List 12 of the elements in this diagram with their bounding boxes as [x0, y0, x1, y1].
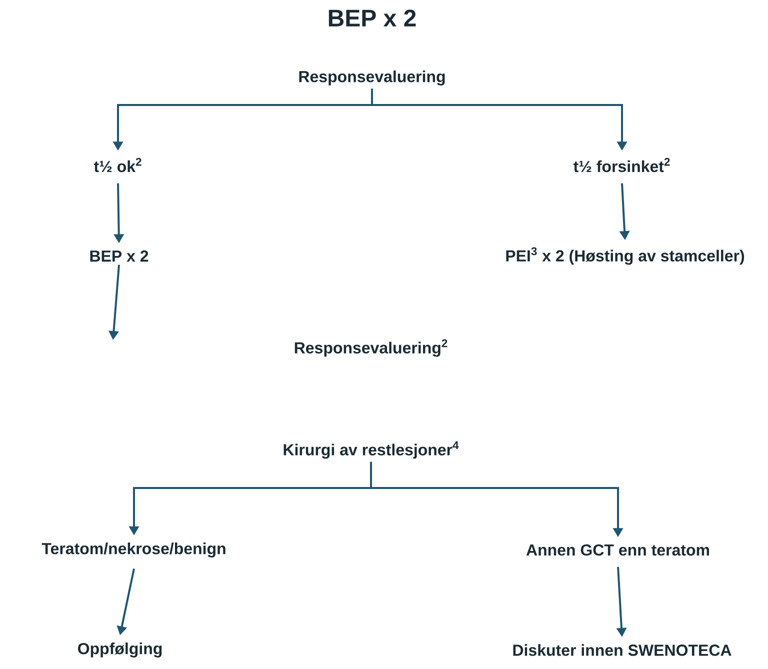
step-label: Oppfølging	[78, 642, 162, 658]
step-label: Teratom/nekrose/benign	[42, 542, 226, 558]
step-label: BEP x 2	[90, 250, 148, 262]
step-label: Diskuter innen SWENOTECA	[513, 644, 732, 656]
step-label: PEI$^{3}$ x 2 (Høsting av stamceller)	[506, 247, 744, 265]
step-label: Responsevaluering$^{2}$	[294, 339, 448, 357]
step-label: Annen GCT enn teratom	[526, 544, 710, 556]
step-label: Kirurgi av restlesjoner$^{4}$	[284, 441, 459, 459]
step-label: Responsevaluering	[299, 70, 445, 86]
step-label: t½ forsinket$^{2}$	[574, 158, 670, 172]
title: BEP x 2	[328, 10, 416, 26]
step-label: t½ ok$^{2}$	[94, 158, 142, 172]
